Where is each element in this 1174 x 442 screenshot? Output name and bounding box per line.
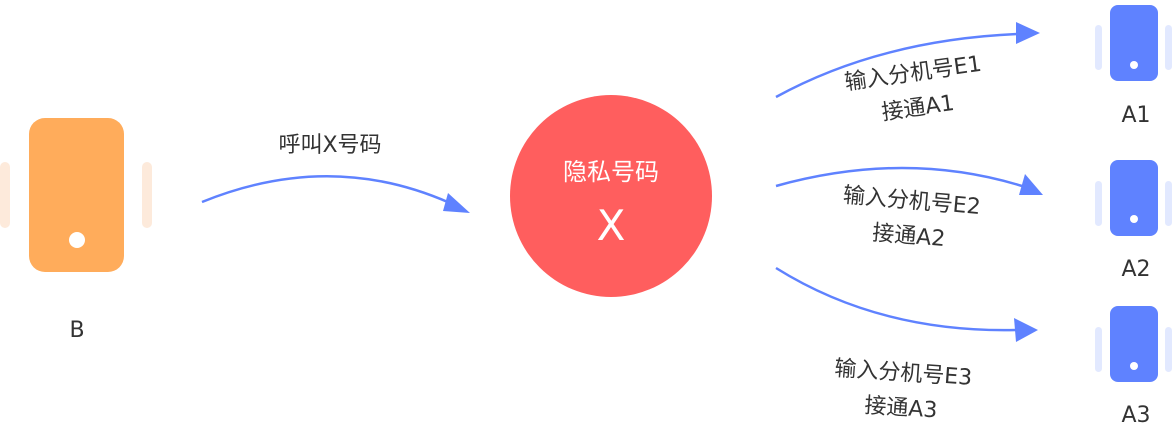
target-label-a3: A3	[1121, 403, 1150, 428]
route-1-line2: 接通A1	[880, 91, 956, 126]
route-arrowhead-3	[1014, 318, 1038, 342]
route-1-line1: 输入分机号E1	[843, 52, 983, 96]
call-arrow	[201, 175, 470, 213]
a1-phone-button	[1130, 61, 1138, 69]
a3-phone-body	[1110, 306, 1158, 382]
privacy-number-title: 隐私号码	[563, 158, 659, 186]
target-phone-a1-icon	[1095, 5, 1172, 81]
route-arrowhead-2	[1019, 174, 1043, 195]
call-arrowhead	[443, 193, 470, 213]
route-2-line1: 输入分机号E2	[842, 183, 982, 220]
a1-vibration-right	[1165, 25, 1172, 70]
caller-phone-button	[69, 232, 85, 248]
a1-phone-body	[1110, 5, 1158, 81]
caller-phone-icon	[0, 118, 152, 272]
privacy-number-letter: X	[597, 201, 626, 250]
a1-vibration-left	[1095, 25, 1102, 70]
route-arrow-1	[775, 22, 1040, 99]
a3-phone-button	[1130, 362, 1138, 370]
target-label-a2: A2	[1121, 257, 1150, 282]
a3-vibration-right	[1165, 327, 1172, 372]
target-phone-a2-icon	[1095, 160, 1172, 236]
a2-phone-body	[1110, 160, 1158, 236]
target-label-a1: A1	[1121, 103, 1150, 128]
route-3-line1: 输入分机号E3	[834, 356, 973, 391]
caller-vibration-left	[0, 162, 10, 228]
route-arrow-2	[775, 166, 1043, 195]
a2-vibration-left	[1095, 181, 1102, 226]
route-arrowhead-1	[1016, 22, 1040, 44]
caller-phone-body	[29, 118, 124, 272]
route-arrow-3	[775, 266, 1038, 342]
call-action-label: 呼叫X号码	[278, 133, 381, 158]
route-2-line2: 接通A2	[871, 221, 946, 252]
caller-label: B	[69, 318, 84, 343]
a2-phone-button	[1130, 215, 1138, 223]
route-3-line2: 接通A3	[864, 393, 939, 423]
target-phone-a3-icon	[1095, 306, 1172, 382]
privacy-number-circle	[510, 95, 712, 297]
caller-vibration-right	[142, 162, 152, 228]
a3-vibration-left	[1095, 327, 1102, 372]
a2-vibration-right	[1165, 181, 1172, 226]
